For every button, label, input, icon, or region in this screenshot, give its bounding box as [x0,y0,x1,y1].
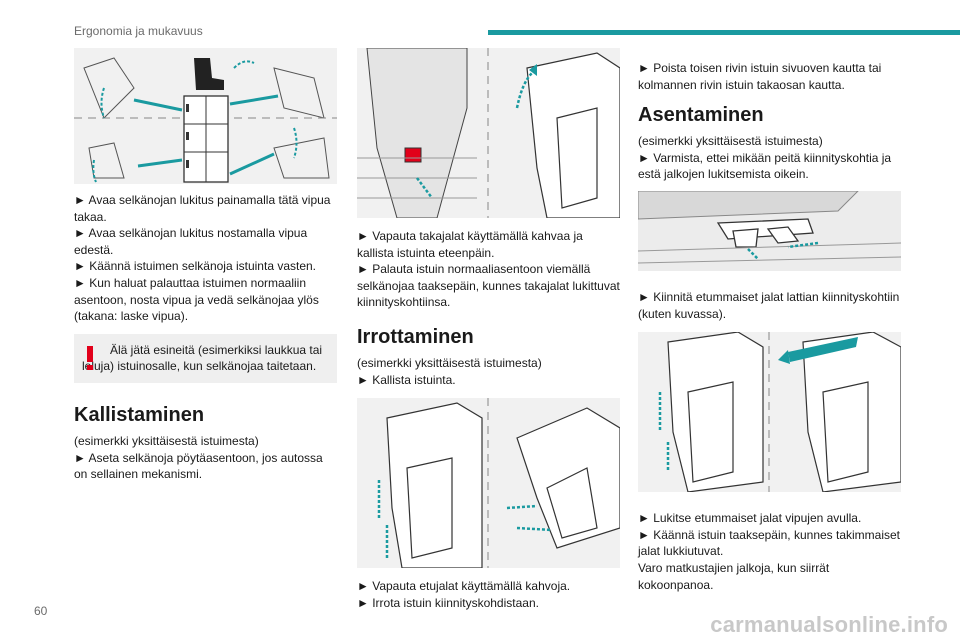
watermark: carmanualsonline.info [710,612,948,637]
front-legs-attach-drawing [658,332,901,493]
column-2: ► Vapauta takajalat käyttämällä kahvaa j… [357,48,620,611]
section-subtitle: (esimerkki yksittäisestä istuimesta) [357,355,542,370]
section-title-kallistaminen: Kallistaminen [74,403,205,426]
section-step: ► Kallista istuinta. [357,372,456,387]
instruction-1: ► Lukitse etummaiset jalat vipujen avull… [638,511,862,526]
instruction-2: ► Käännä istuin taaksepäin, kunnes takim… [638,527,901,559]
instruction-4: ► Kun haluat palauttaa istuimen normaali… [74,275,319,324]
front-legs-release-illustration [357,398,620,569]
front-legs-drawing [377,398,620,569]
front-legs-attach-instructions: ► Kiinnitä etummaiset jalat lattian kiin… [638,289,901,322]
page-number: 60 [34,604,48,618]
instruction-1: ► Vapauta etujalat käyttämällä kahvoja. [357,579,571,594]
instruction-3: Varo matkustajien jalkoja, kun siirrät k… [638,560,830,592]
header-accent-bar [488,30,960,35]
instruction-1: ► Avaa selkänojan lukitus painamalla tät… [74,193,331,224]
column-1: ► Avaa selkänojan lukitus painamalla tät… [74,48,337,483]
section-title-irrottaminen: Irrottaminen [357,325,474,348]
instruction-3: ► Käännä istuimen selkänoja istuinta vas… [74,259,317,274]
front-legs-attach-illustration [638,332,901,493]
section-subtitle: (esimerkki yksittäisestä istuimesta) [638,134,823,149]
removal-intro: ► Poista toisen rivin istuin sivuoven ka… [638,61,882,92]
rear-legs-release-illustration [357,48,620,218]
section-step: ► Aseta selkänoja pöytäasentoon, jos aut… [74,450,323,482]
floor-anchor-drawing [638,190,901,271]
warning-box: Älä jätä esineitä (esimerkiksi laukkua t… [74,333,337,383]
instruction-1: ► Kiinnitä etummaiset jalat lattian kiin… [638,289,900,321]
lever-instructions: ► Avaa selkänojan lukitus painamalla tät… [74,192,337,325]
section-subtitle: (esimerkki yksittäisestä istuimesta) [74,433,259,448]
instruction-1: ► Vapauta takajalat käyttämällä kahvaa j… [357,229,583,260]
warning-text: Älä jätä esineitä (esimerkiksi laukkua t… [82,342,323,374]
instruction-2: ► Avaa selkänojan lukitus nostamalla vip… [74,226,308,257]
rear-legs-drawing [357,48,620,218]
backrest-lever-illustration [74,48,337,184]
section-step: ► Varmista, ettei mikään peitä kiinnitys… [638,150,892,182]
running-header: Ergonomia ja mukavuus [74,24,203,38]
column-3: ► Poista toisen rivin istuin sivuoven ka… [638,48,901,593]
instruction-2: ► Irrota istuin kiinnityskohdistaan. [357,595,539,610]
backrest-lever-drawing [74,57,337,183]
floor-anchor-illustration [638,190,901,271]
section-title-asentaminen: Asentaminen [638,104,764,127]
front-legs-instructions: ► Vapauta etujalat käyttämällä kahvoja. … [357,578,620,611]
instruction-2: ► Palauta istuin normaaliasentoon viemäl… [357,262,620,310]
rear-legs-instructions: ► Vapauta takajalat käyttämällä kahvaa j… [357,228,620,311]
exclamation-icon [87,345,93,370]
lock-instructions: ► Lukitse etummaiset jalat vipujen avull… [638,510,901,593]
